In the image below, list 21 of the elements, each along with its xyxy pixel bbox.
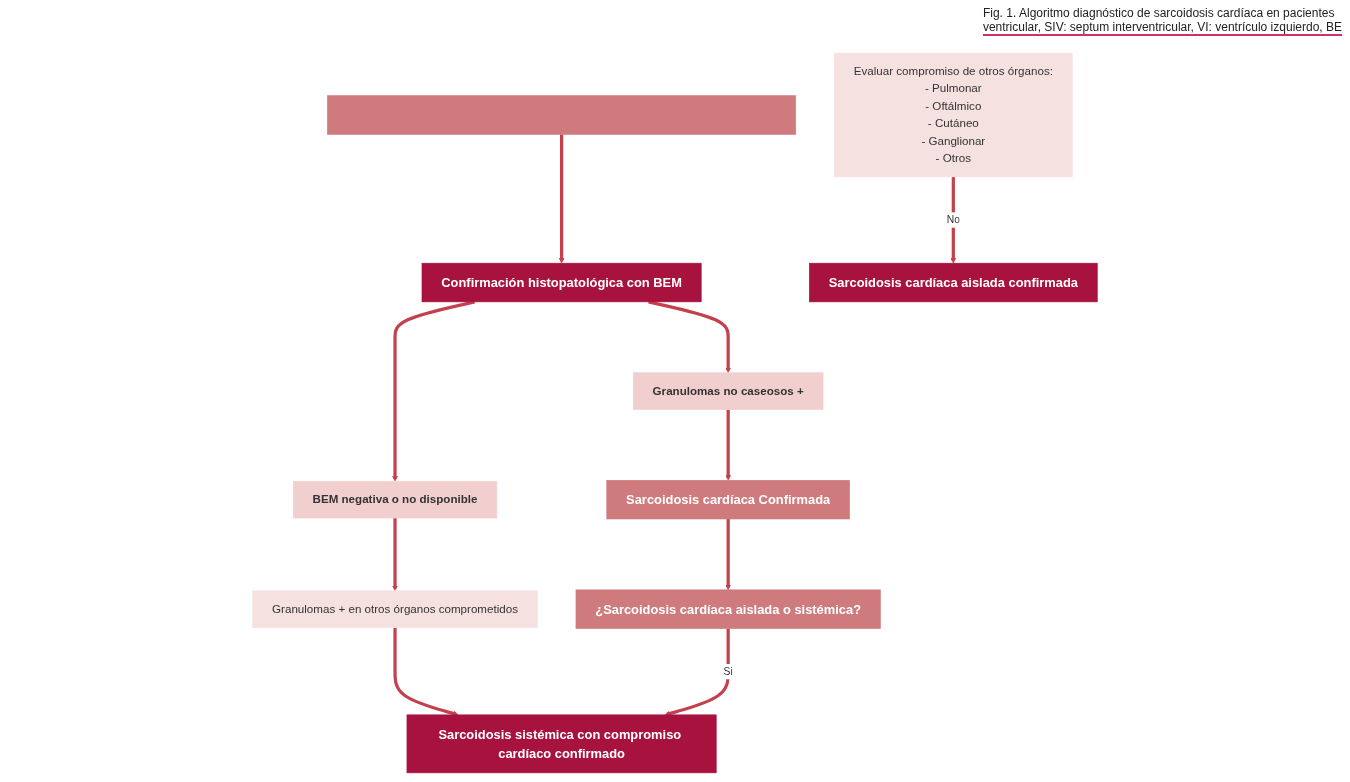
node-box: Sarcoidosis cardíaca Confirmada: [606, 480, 850, 520]
node-box: BEM negativa o no disponible: [292, 481, 498, 519]
caption-text: ventricular, SIV: septum interventricular, VI: ventrículo izquierdo, BE: [982, 20, 1342, 34]
node-box: Sarcoidosis cardíaca aislada confirmada: [809, 262, 1098, 303]
arrow: [558, 134, 565, 264]
arrow: [950, 176, 957, 264]
node-box: ¿Sarcoidosis cardíaca aislada o sistémica?: [575, 589, 881, 629]
arrow: [648, 300, 731, 373]
node-bar: [327, 95, 797, 135]
node-box: Confirmación histopatológica con BEM: [421, 262, 702, 303]
node-box: Granulomas + en otros órganos comprometidos: [252, 590, 538, 628]
node-box: Sarcoidosis sistémica con compromiso cardíaco confirmado: [406, 714, 717, 774]
arrow: [725, 409, 731, 481]
edge-label: Si: [723, 665, 733, 677]
arrow: [392, 300, 476, 482]
node-box: Granulomas no caseosos +: [632, 372, 824, 410]
caption-text: Fig. 1. Algoritmo diagnóstico de sarcoidosis cardíaca en pacientes: [982, 6, 1336, 20]
arrow: [392, 518, 398, 592]
arrow: [725, 519, 731, 591]
node-box: Evaluar compromiso de otros órganos: - Pulmonar - Oftálmico - Cutáneo - Ganglionar - Otros: [834, 52, 1073, 178]
edge-label: No: [946, 214, 960, 226]
